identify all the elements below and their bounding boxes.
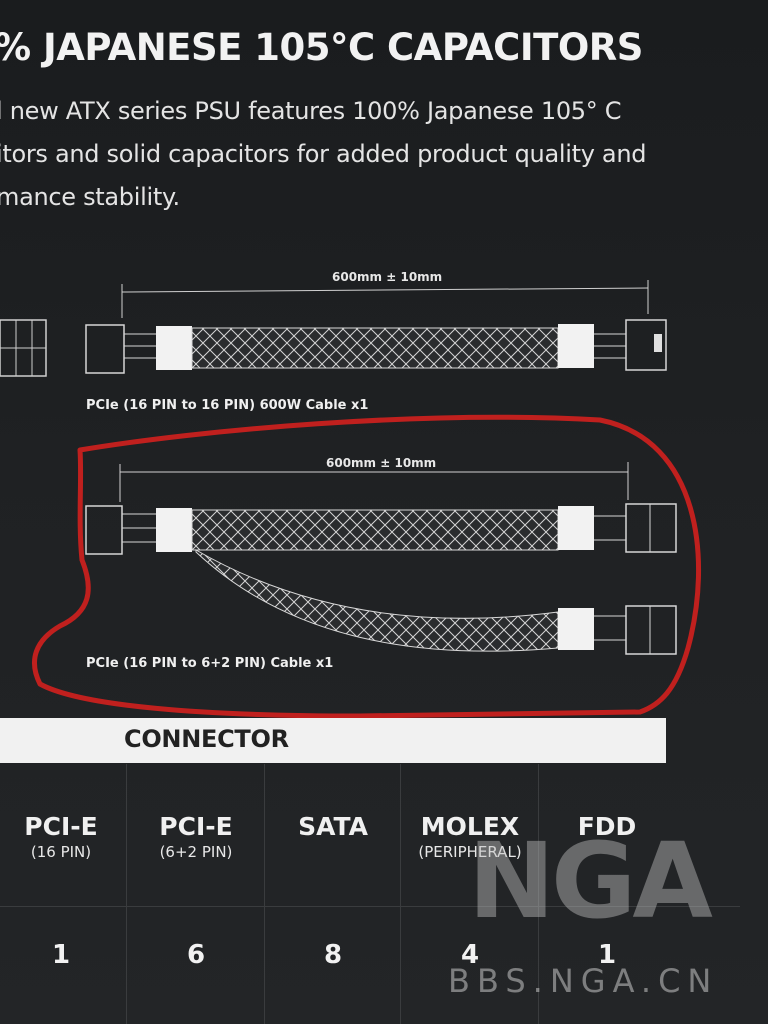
watermark-logo: NGA [468,820,713,942]
column-name: SATA [298,812,368,841]
connector-header: CONNECTOR [124,725,289,753]
body-line: l new ATX series PSU features 100% Japan… [0,97,622,125]
watermark-url: BBS.NGA.CN [448,962,719,1000]
connector-column: SATA 8 [264,764,401,1024]
column-name: FDD [577,812,637,841]
left-edge-connector [0,319,47,377]
column-subtitle: (PERIPHERAL) [418,843,522,861]
column-subtitle: (6+2 PIN) [159,843,233,861]
headline: % JAPANESE 105°C CAPACITORS [0,26,643,69]
connector-column: FDD 1 [538,764,675,1024]
column-name: PCI-E [159,812,233,841]
column-count: 4 [460,940,480,970]
connector-column: PCI-E (16 PIN) 1 [0,764,127,1024]
column-count: 1 [597,940,617,970]
connector-column: MOLEX (PERIPHERAL) 4 [400,764,539,1024]
column-count: 6 [186,940,206,970]
column-subtitle: (16 PIN) [30,843,92,861]
column-name: MOLEX [420,812,520,841]
body-text: l new ATX series PSU features 100% Japan… [0,90,696,219]
cable-caption: PCIe (16 PIN to 6+2 PIN) Cable x1 [86,656,334,671]
cable-caption: PCIe (16 PIN to 16 PIN) 600W Cable x1 [86,398,369,413]
body-line: mance stability. [0,183,180,211]
connector-header-bar: CONNECTOR [0,718,666,763]
cable-16pin-to-6plus2pin [85,462,677,655]
cable-16pin-to-16pin [85,280,667,374]
body-line: itors and solid capacitors for added pro… [0,140,647,168]
red-highlight-outline [32,414,702,719]
dimension-label: 600mm ± 10mm [332,270,443,284]
column-count: 1 [51,940,71,970]
column-count: 8 [323,940,343,970]
dimension-label: 600mm ± 10mm [326,456,437,470]
table-divider [0,906,740,907]
column-name: PCI-E [24,812,98,841]
connector-column: PCI-E (6+2 PIN) 6 [126,764,265,1024]
